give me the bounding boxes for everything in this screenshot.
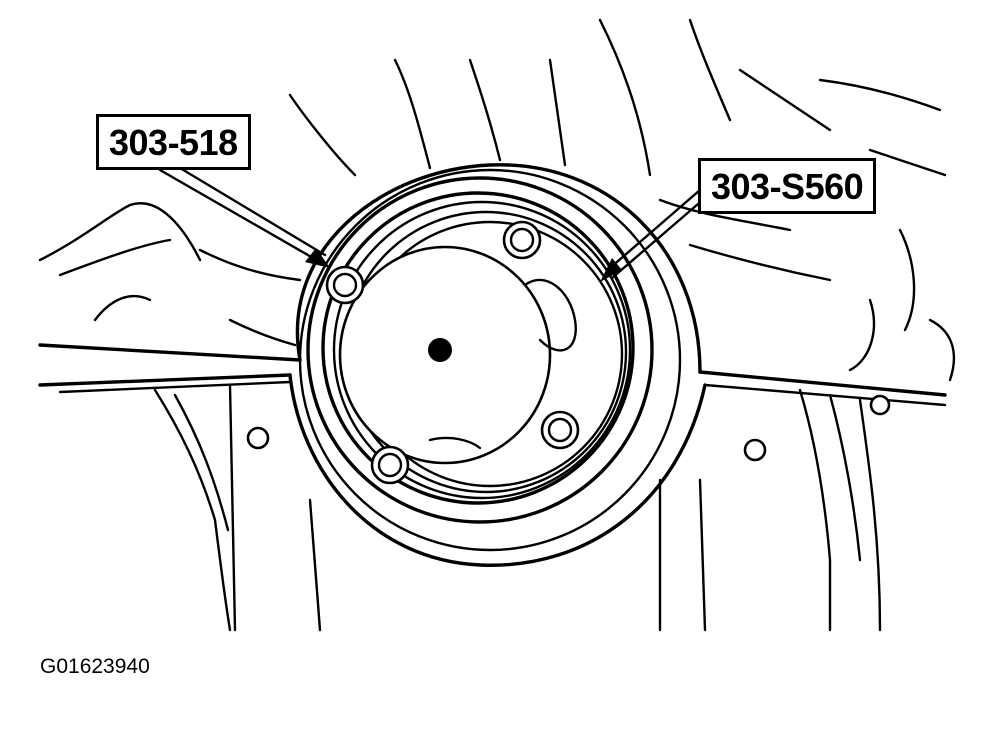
callout-303-s560: 303-S560 — [698, 158, 877, 214]
crankshaft-flange — [338, 245, 577, 465]
callout-label: 303-S560 — [711, 166, 864, 207]
callout-label: 303-518 — [109, 122, 238, 163]
callout-303-518: 303-518 — [96, 114, 251, 170]
leader-lines — [158, 163, 707, 282]
figure-id: G01623940 — [40, 655, 150, 678]
tool-bolts — [325, 220, 580, 485]
center-pilot-hole — [428, 338, 452, 362]
engine-block-outline — [38, 18, 956, 632]
